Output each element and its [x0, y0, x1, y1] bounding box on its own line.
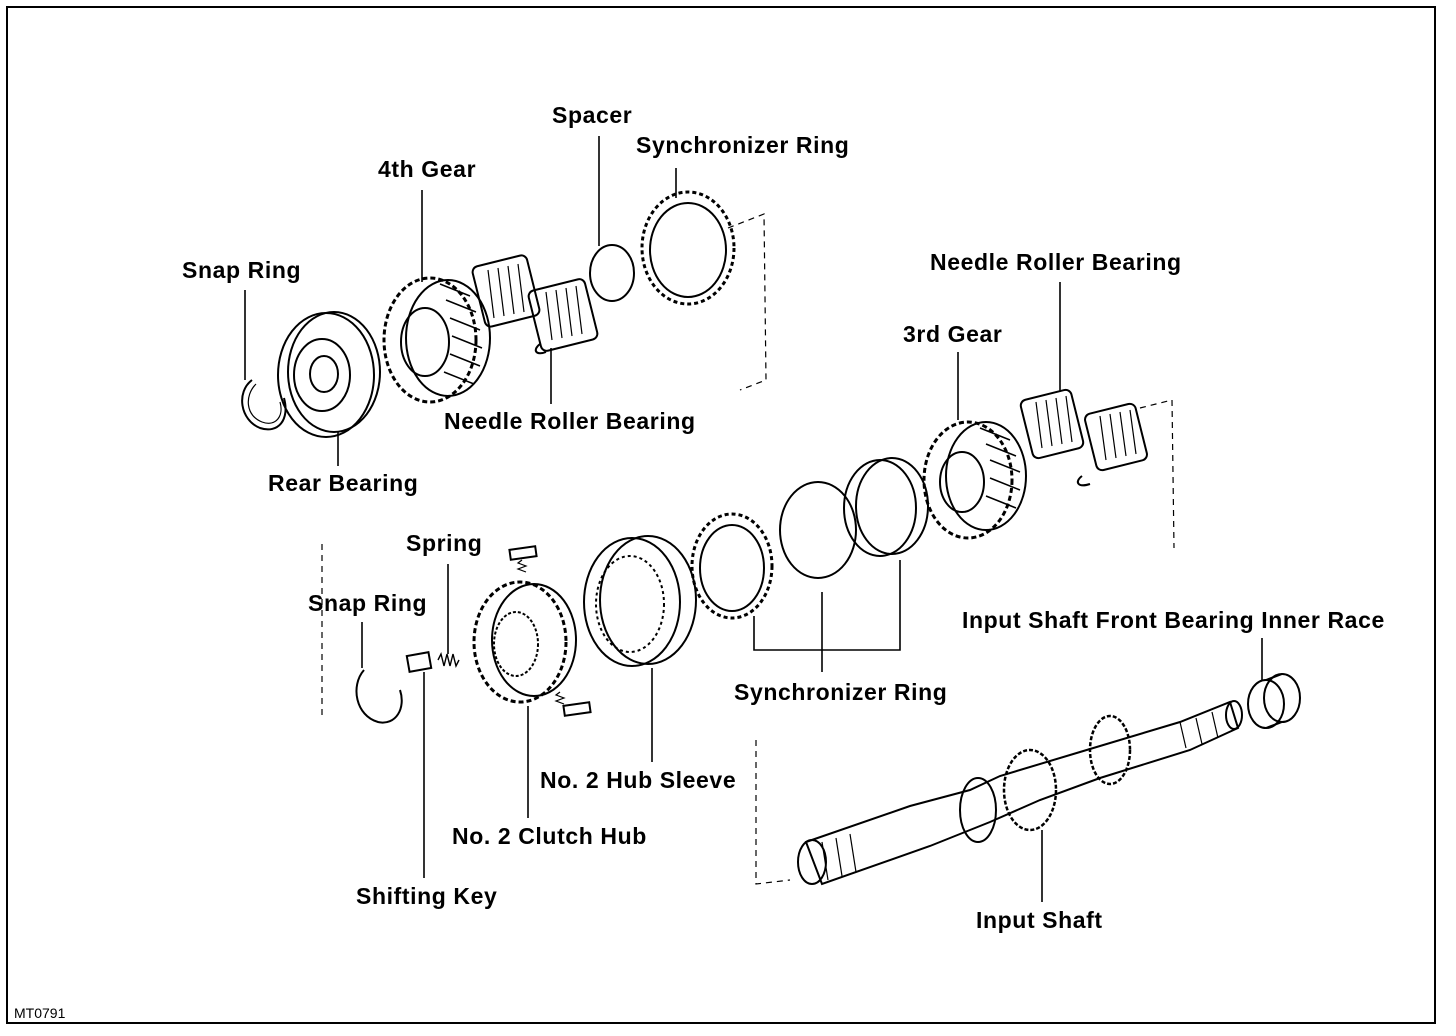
shifting-key-part	[405, 651, 433, 673]
label-no2-clutch-hub: No. 2 Clutch Hub	[452, 823, 647, 849]
no2-clutch-hub-part	[472, 580, 577, 704]
needle-roller-bearing-right-a	[1019, 388, 1085, 460]
key-spring-top	[516, 559, 528, 573]
label-needle-roller-bearing-center: Needle Roller Bearing	[444, 408, 696, 434]
snap-ring-lower-part	[355, 669, 403, 724]
snap-ring-upper-part-inner	[247, 383, 282, 424]
inner-race-part	[1247, 673, 1301, 729]
fourth-gear-part	[382, 276, 491, 404]
label-no2-hub-sleeve: No. 2 Hub Sleeve	[540, 767, 737, 793]
synchronizer-ring-lower-b	[779, 481, 857, 579]
label-shifting-key: Shifting Key	[356, 883, 498, 909]
label-spacer: Spacer	[552, 102, 633, 128]
label-rear-bearing: Rear Bearing	[268, 470, 419, 496]
alignment-lines	[321, 213, 1175, 885]
leader-lines	[244, 136, 1263, 902]
key-spring-bottom	[554, 691, 566, 705]
label-synchronizer-ring-bottom: Synchronizer Ring	[734, 679, 948, 705]
no2-hub-sleeve-part	[583, 535, 697, 667]
label-input-shaft-front-bearing-inner-race: Input Shaft Front Bearing Inner Race	[962, 607, 1385, 633]
snap-ring-upper-part	[241, 379, 287, 431]
synchronizer-ring-lower-a	[690, 512, 774, 620]
synchronizer-ring-lower-c	[843, 457, 929, 557]
label-fourth-gear: 4th Gear	[378, 156, 477, 182]
label-needle-roller-bearing-right: Needle Roller Bearing	[930, 249, 1182, 275]
third-gear-part	[922, 420, 1027, 540]
key-small-top	[508, 545, 538, 561]
spring-part	[437, 651, 460, 669]
label-spring: Spring	[406, 530, 483, 556]
figure-code: MT0791	[14, 1005, 66, 1021]
label-snap-ring-bottom: Snap Ring	[308, 590, 428, 616]
label-synchronizer-ring-top: Synchronizer Ring	[636, 132, 850, 158]
needle-roller-bearing-upper-a	[471, 254, 541, 328]
spacer-part	[589, 244, 635, 302]
input-shaft-part	[797, 700, 1243, 886]
key-small-bottom	[562, 701, 592, 717]
needle-roller-bearing-right-b	[1076, 402, 1148, 487]
synchronizer-ring-upper-part	[640, 190, 736, 306]
label-snap-ring-top: Snap Ring	[182, 257, 302, 283]
label-third-gear: 3rd Gear	[903, 321, 1003, 347]
rear-bearing-part	[277, 311, 381, 438]
needle-roller-bearing-upper-b	[527, 278, 599, 355]
diagram-frame	[6, 6, 1436, 1024]
label-input-shaft: Input Shaft	[976, 907, 1103, 933]
